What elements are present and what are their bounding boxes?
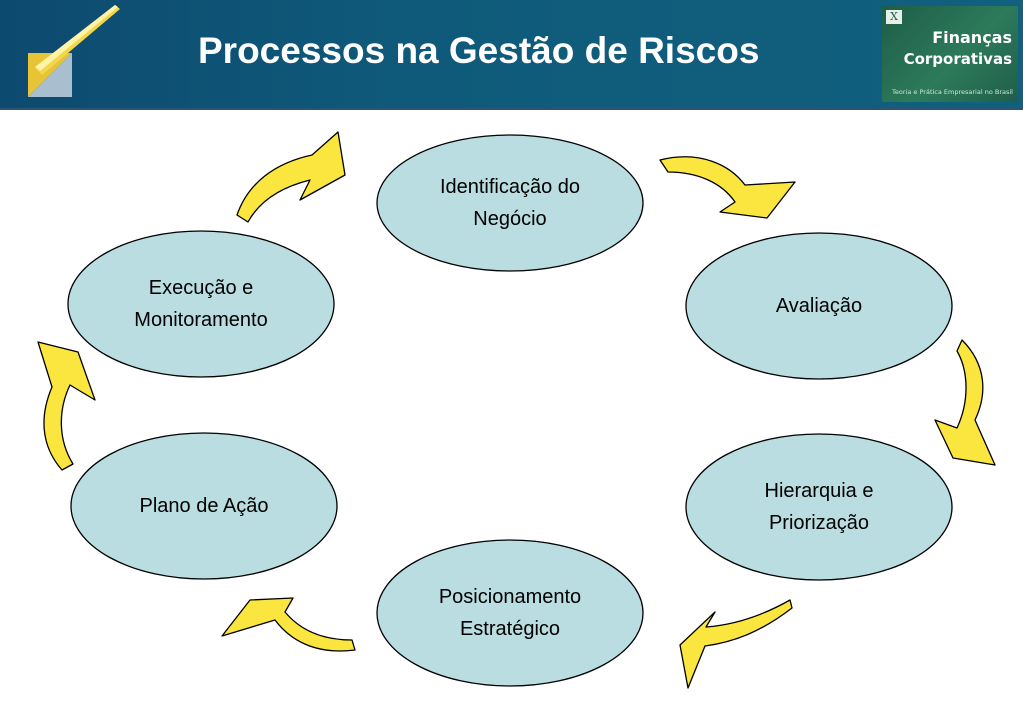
header-bar: Processos na Gestão de Riscos X Finanças… <box>0 0 1023 110</box>
node-label-plano: Plano de Ação <box>139 495 269 517</box>
brand-name-line1: Finanças <box>932 28 1012 47</box>
node-identificacao <box>376 134 644 272</box>
arrow-plano-to-execucao <box>37 341 96 471</box>
brand-tagline: Teoria e Prática Empresarial no Brasil <box>892 88 1013 96</box>
brand-name-line2: Corporativas <box>903 50 1012 68</box>
arrow-identificacao-to-avaliacao <box>659 156 796 219</box>
node-label-hierarquia: Hierarquia e Priorização <box>764 480 874 534</box>
header-divider <box>0 108 1023 110</box>
node-avaliacao <box>685 232 953 380</box>
x-icon: X <box>886 10 902 24</box>
node-label-posicionamento: Posicionamento Estratégico <box>438 586 582 640</box>
page-title: Processos na Gestão de Riscos <box>198 30 760 71</box>
arrow-hierarquia-to-posicionamento <box>679 599 793 689</box>
node-execucao <box>67 230 335 378</box>
arrow-posicionamento-to-plano <box>221 597 356 652</box>
node-plano <box>70 432 338 580</box>
node-posicionamento <box>376 539 644 687</box>
logo-icon <box>28 5 120 97</box>
node-label-identificacao: Identificação do Negócio <box>439 176 581 230</box>
brand-logo: X Finanças Corporativas Teoria e Prática… <box>882 6 1018 102</box>
node-label-avaliacao: Avaliação <box>775 295 863 317</box>
arrow-avaliacao-to-hierarquia <box>934 339 996 466</box>
node-label-execucao: Execução e Monitoramento <box>134 277 268 331</box>
arrow-execucao-to-identificacao <box>236 131 346 223</box>
node-hierarquia <box>685 433 953 581</box>
